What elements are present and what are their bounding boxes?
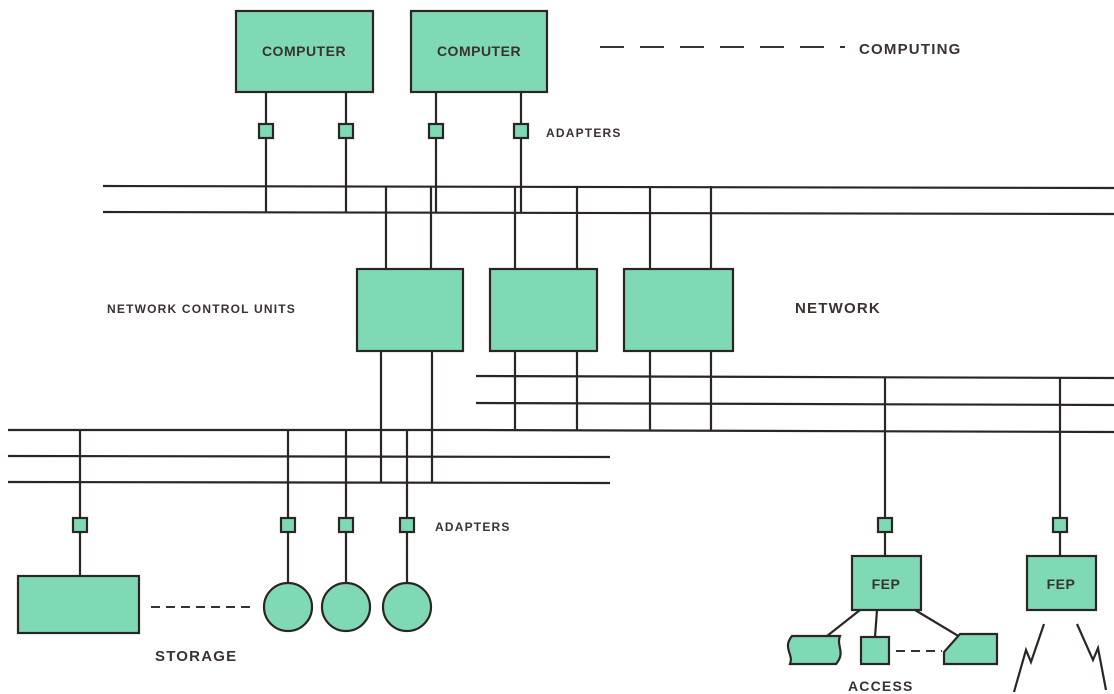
storage-label: STORAGE xyxy=(155,648,237,665)
bottom-adapters xyxy=(71,516,1069,534)
adapter-icon xyxy=(398,516,416,534)
lower-left-bus xyxy=(7,428,611,485)
adapter-icon xyxy=(337,516,355,534)
top-adapters xyxy=(257,122,530,140)
upper-network-bus xyxy=(102,184,1114,216)
fep-label-1: FEP xyxy=(872,576,901,592)
computer-box-2 xyxy=(409,9,549,94)
computer-bus-connectors xyxy=(264,92,523,212)
computer-box-1 xyxy=(234,9,375,94)
adapters-top-label: ADAPTERS xyxy=(546,126,622,140)
network-label: NETWORK xyxy=(795,300,881,317)
storage-box xyxy=(16,574,141,635)
storage-disk-icon xyxy=(262,581,314,633)
ncu-lower-connectors xyxy=(379,351,713,482)
fep-access-links xyxy=(821,609,961,641)
adapter-icon xyxy=(512,122,530,140)
card-terminal-icon xyxy=(942,632,999,666)
adapter-icon xyxy=(257,122,275,140)
adapter-icon xyxy=(876,516,894,534)
computing-label: COMPUTING xyxy=(859,41,961,58)
network-control-unit-2 xyxy=(488,267,599,353)
fep-box-1 xyxy=(850,554,923,612)
terminal-icon xyxy=(859,635,891,666)
lightning-link-icon xyxy=(1012,623,1108,693)
computer-label-1: COMPUTER xyxy=(262,43,346,59)
access-label: ACCESS xyxy=(848,678,914,694)
fep-box-2 xyxy=(1025,554,1098,612)
right-network-bus xyxy=(475,374,1114,434)
paper-tape-terminal-icon xyxy=(786,634,842,666)
adapter-icon xyxy=(71,516,89,534)
storage-disk-icon xyxy=(381,581,433,633)
ncu-upper-connectors xyxy=(384,186,713,269)
adapters-bottom-label: ADAPTERS xyxy=(435,520,511,534)
network-control-unit-1 xyxy=(355,267,465,353)
adapter-icon xyxy=(279,516,297,534)
network-control-units-label: NETWORK CONTROL UNITS xyxy=(107,302,296,316)
adapter-icon xyxy=(427,122,445,140)
network-control-unit-3 xyxy=(622,267,735,353)
storage-drops xyxy=(78,430,409,585)
computer-label-2: COMPUTER xyxy=(437,43,521,59)
fep-label-2: FEP xyxy=(1047,576,1076,592)
storage-disk-icon xyxy=(320,581,372,633)
adapter-icon xyxy=(1051,516,1069,534)
adapter-icon xyxy=(337,122,355,140)
